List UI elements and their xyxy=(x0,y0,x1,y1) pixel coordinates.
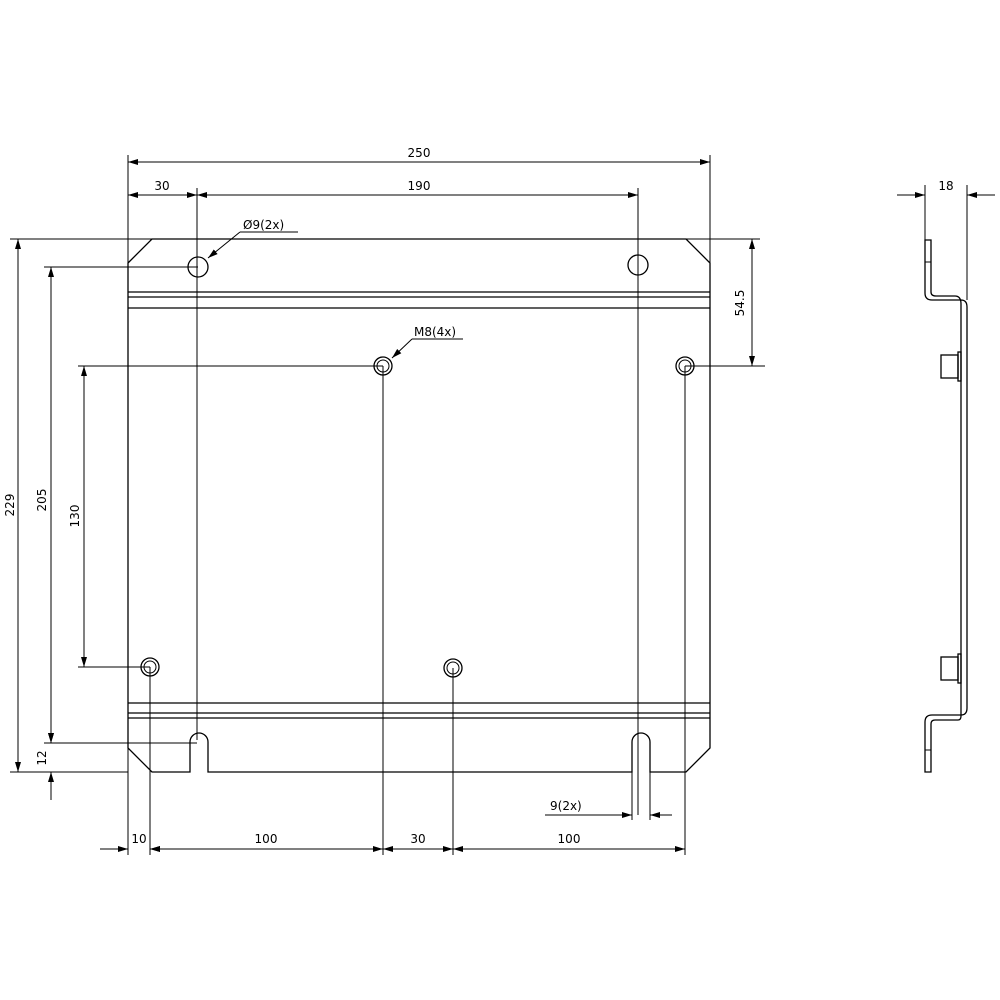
front-view-plate xyxy=(127,238,711,773)
dim-m8-vertical-spacing: 130 xyxy=(68,366,87,667)
dim-top-hole-spacing: 190 xyxy=(197,179,638,198)
callout-top-holes: Ø9(2x) xyxy=(207,218,298,259)
svg-text:130: 130 xyxy=(68,505,82,528)
extension-lines xyxy=(10,155,765,855)
dim-slot-to-hole: 205 xyxy=(35,267,54,743)
svg-text:M8(4x): M8(4x) xyxy=(414,325,456,339)
svg-text:18: 18 xyxy=(938,179,953,193)
dim-overall-height: 229 xyxy=(3,239,21,772)
side-view-bracket: 18 xyxy=(897,179,995,773)
svg-text:229: 229 xyxy=(3,494,17,517)
dim-bottom-chain: 10 100 30 100 xyxy=(100,832,685,852)
svg-text:9(2x): 9(2x) xyxy=(550,799,582,813)
callout-threaded-holes: M8(4x) xyxy=(391,325,463,359)
svg-text:30: 30 xyxy=(410,832,425,846)
svg-text:30: 30 xyxy=(154,179,169,193)
svg-text:12: 12 xyxy=(35,750,49,765)
svg-text:250: 250 xyxy=(408,146,431,160)
dim-top-to-m8: 54.5 xyxy=(733,239,755,366)
svg-text:100: 100 xyxy=(558,832,581,846)
svg-text:190: 190 xyxy=(408,179,431,193)
svg-text:205: 205 xyxy=(35,489,49,512)
svg-text:54.5: 54.5 xyxy=(733,290,747,317)
svg-text:Ø9(2x): Ø9(2x) xyxy=(243,218,284,232)
dim-overall-width: 250 xyxy=(128,146,710,165)
svg-text:100: 100 xyxy=(255,832,278,846)
svg-text:10: 10 xyxy=(131,832,146,846)
dim-bottom-slot: 12 xyxy=(35,720,54,800)
dim-slot-width: 9(2x) xyxy=(545,799,672,818)
dim-top-hole-offset: 30 xyxy=(128,179,197,198)
